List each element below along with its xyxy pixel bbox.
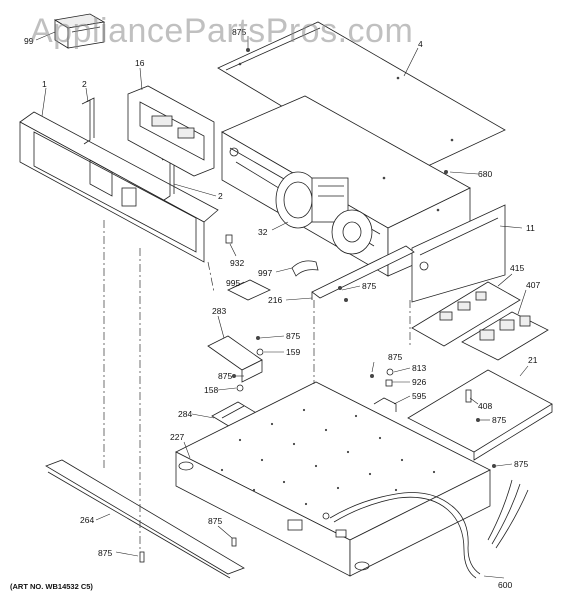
label-875-813: 875 <box>388 352 402 362</box>
label-158: 158 <box>204 385 218 395</box>
part-264-trim-rail <box>45 459 245 579</box>
label-415: 415 <box>510 263 524 273</box>
part-216-rail <box>311 245 415 300</box>
part-415-control-board <box>411 281 521 347</box>
label-1: 1 <box>42 79 47 89</box>
label-227: 227 <box>170 432 184 442</box>
part-813-fastener <box>386 368 394 376</box>
label-680: 680 <box>478 169 492 179</box>
label-875-top: 875 <box>232 27 246 37</box>
label-4: 4 <box>418 39 423 49</box>
part-227-base-plate <box>175 381 491 577</box>
label-408: 408 <box>478 401 492 411</box>
leader-lines <box>35 31 529 579</box>
label-875-283: 875 <box>286 331 300 341</box>
part-995-pad <box>227 279 271 301</box>
screw-icon <box>476 418 480 422</box>
part-932-clip <box>225 234 233 244</box>
screw-icon <box>246 48 250 52</box>
screw-icon <box>338 286 348 302</box>
label-283: 283 <box>212 306 226 316</box>
label-16: 16 <box>135 58 145 68</box>
part-408-sensor <box>465 389 472 403</box>
part-600-wire-harness <box>322 479 529 579</box>
label-875-bottom: 875 <box>208 516 222 526</box>
label-2-right: 2 <box>218 191 223 201</box>
screw-icon <box>492 464 496 468</box>
label-813: 813 <box>412 363 426 373</box>
label-875-bottom-left: 875 <box>98 548 112 558</box>
label-21: 21 <box>528 355 538 365</box>
label-997: 997 <box>258 268 272 278</box>
label-932: 932 <box>230 258 244 268</box>
label-216: 216 <box>268 295 282 305</box>
part-16-board <box>127 85 215 177</box>
part-926-fastener <box>385 379 393 387</box>
label-600: 600 <box>498 580 512 590</box>
screw-icon <box>256 336 260 340</box>
label-99: 99 <box>24 36 34 46</box>
label-995: 995 <box>226 278 240 288</box>
label-2-top: 2 <box>82 79 87 89</box>
screw-icon <box>232 374 236 378</box>
art-number-caption: (ART NO. WB14532 C5) <box>10 582 93 591</box>
label-264: 264 <box>80 515 94 525</box>
screw-icon <box>370 374 374 378</box>
part-21-tray <box>407 369 553 461</box>
part-158-fastener <box>236 384 244 392</box>
screw-icon <box>444 170 448 174</box>
label-926: 926 <box>412 377 426 387</box>
label-32: 32 <box>258 227 268 237</box>
part-2-bracket-top <box>81 97 95 145</box>
part-labels: 99 875 4 1 2 16 2 680 11 32 932 997 995 … <box>24 27 540 590</box>
part-595-bracket <box>373 397 397 412</box>
label-875-left: 875 <box>218 371 232 381</box>
screw-icon <box>139 551 145 563</box>
part-283-bracket <box>207 335 263 383</box>
screw-icon <box>231 537 237 547</box>
part-32-blower <box>275 171 373 255</box>
label-11: 11 <box>526 223 535 233</box>
part-407-relay-board <box>461 311 549 361</box>
part-1-control-panel <box>19 111 219 263</box>
label-284: 284 <box>178 409 192 419</box>
alignment-lines <box>103 220 411 552</box>
label-875-right: 875 <box>514 459 528 469</box>
label-595: 595 <box>412 391 426 401</box>
part-159-fastener <box>256 348 264 356</box>
part-99-box <box>53 13 106 49</box>
label-407: 407 <box>526 280 540 290</box>
label-159: 159 <box>286 347 300 357</box>
label-875-408: 875 <box>492 415 506 425</box>
part-997-clamp <box>291 260 319 277</box>
label-875-mid: 875 <box>362 281 376 291</box>
